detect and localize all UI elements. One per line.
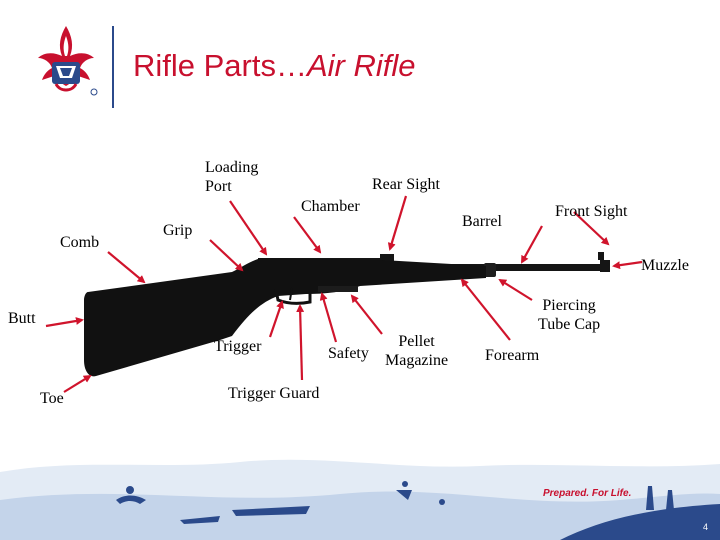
label-piercing-line2: Tube Cap bbox=[538, 316, 601, 333]
label-piercing-tube-cap: Piercing Tube Cap bbox=[538, 296, 600, 334]
label-loading-port-line1: Loading bbox=[205, 159, 259, 176]
label-safety: Safety bbox=[328, 345, 369, 362]
title-italic: Air Rifle bbox=[306, 48, 416, 83]
arrow-barrel bbox=[521, 225, 543, 264]
cyclist-two-icon bbox=[439, 499, 445, 505]
label-loading-port: Loading Port bbox=[205, 158, 258, 196]
arrow-toe bbox=[63, 374, 92, 393]
label-comb: Comb bbox=[60, 234, 100, 251]
label-pellet-magazine: Pellet Magazine bbox=[385, 332, 448, 370]
swimmer-icon bbox=[116, 495, 146, 504]
footer-decoration bbox=[0, 459, 720, 540]
label-trigger: Trigger bbox=[214, 338, 262, 355]
cyclist-head-icon bbox=[402, 481, 408, 487]
arrow-trigger-guard bbox=[296, 304, 305, 381]
footer-tagline: Prepared. For Life. bbox=[543, 488, 632, 499]
arrow-rear-sight bbox=[387, 195, 408, 251]
arrow-muzzle bbox=[612, 260, 643, 270]
label-pellet-line1: Pellet bbox=[398, 333, 435, 350]
rifle-silhouette bbox=[84, 252, 610, 377]
footer-wave-mid bbox=[0, 491, 720, 540]
arrow-group bbox=[45, 195, 643, 393]
muzzle-shape bbox=[600, 260, 610, 272]
label-toe: Toe bbox=[40, 390, 64, 407]
header-divider bbox=[112, 26, 114, 108]
stock-shape bbox=[84, 258, 486, 377]
arrow-front-sight bbox=[573, 211, 610, 246]
arrow-loading-port bbox=[229, 200, 268, 256]
arrow-forearm bbox=[460, 278, 511, 341]
front-sight-shape bbox=[598, 252, 604, 260]
piercing-cap-shape bbox=[484, 263, 496, 277]
arrow-comb bbox=[107, 251, 146, 284]
label-front-sight: Front Sight bbox=[555, 203, 628, 220]
arrow-pellet-magazine bbox=[350, 294, 383, 335]
footer-corner-blue bbox=[560, 504, 720, 540]
backpacker-two-icon bbox=[666, 490, 674, 510]
label-grip: Grip bbox=[163, 222, 193, 239]
bsa-logo-icon bbox=[38, 26, 98, 96]
slide-title: Rifle Parts…Air Rifle bbox=[133, 48, 416, 84]
title-prefix: Rifle Parts… bbox=[133, 48, 307, 83]
magazine-shape bbox=[318, 286, 358, 292]
kayak-icon bbox=[180, 516, 220, 524]
arrow-grip bbox=[209, 239, 244, 272]
page-number: 4 bbox=[702, 522, 708, 532]
label-pellet-line2: Magazine bbox=[385, 352, 449, 369]
label-barrel: Barrel bbox=[462, 213, 502, 230]
cyclist-icon bbox=[396, 490, 412, 500]
arrow-chamber bbox=[293, 216, 322, 254]
arrow-piercing-cap bbox=[498, 278, 533, 301]
label-trigger-guard: Trigger Guard bbox=[228, 385, 320, 402]
label-loading-port-line2: Port bbox=[205, 178, 232, 195]
label-rear-sight: Rear Sight bbox=[372, 176, 440, 193]
hiker-icon bbox=[126, 486, 134, 494]
label-chamber: Chamber bbox=[301, 198, 360, 215]
trigger-shape bbox=[289, 287, 293, 301]
backpacker-icon bbox=[646, 486, 654, 510]
rear-sight-shape bbox=[380, 254, 394, 263]
label-piercing-line1: Piercing bbox=[542, 297, 596, 314]
label-muzzle: Muzzle bbox=[641, 257, 689, 274]
arrow-butt bbox=[45, 317, 84, 328]
label-forearm: Forearm bbox=[485, 347, 540, 364]
canoe-icon bbox=[232, 506, 310, 516]
arrow-safety bbox=[319, 292, 338, 343]
footer-activity-icons bbox=[116, 481, 674, 524]
label-butt: Butt bbox=[8, 310, 36, 327]
arrow-trigger bbox=[268, 300, 284, 338]
